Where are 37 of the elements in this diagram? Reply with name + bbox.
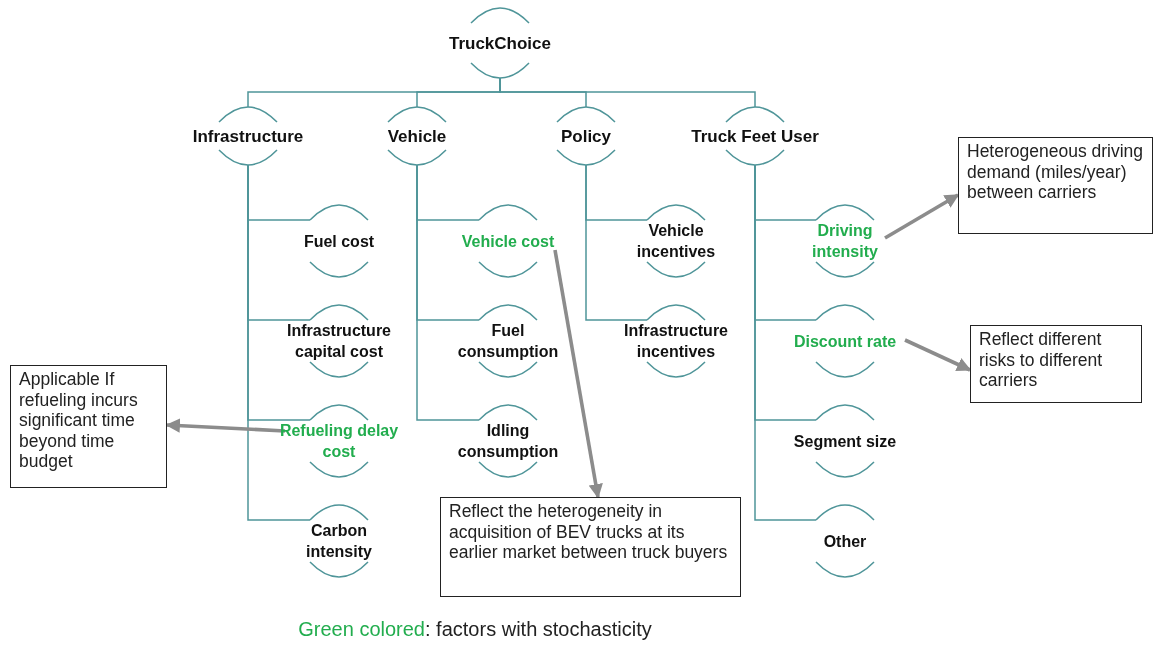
tree-connector <box>585 164 648 321</box>
factor-label: Other <box>823 531 867 552</box>
factor-label: Vehicle incentives <box>635 221 717 262</box>
factor-label: TruckChoice <box>448 32 551 54</box>
tree-connector <box>416 164 480 421</box>
callout-box <box>958 137 1153 234</box>
factor-label: Infrastructure incentives <box>623 321 729 362</box>
tree-connector <box>247 164 311 521</box>
factor-label: Policy <box>560 125 612 147</box>
tree-connector <box>754 164 817 521</box>
arrow <box>165 418 286 433</box>
arrow <box>884 193 960 240</box>
legend-colored-text: Green colored <box>298 618 425 640</box>
legend-text: : factors with stochasticity <box>425 618 652 640</box>
callout-text: Heterogeneous driving demand (miles/year) between carriers <box>967 141 1144 203</box>
callout-box <box>970 325 1142 403</box>
factor-label: Segment size <box>793 431 897 452</box>
factor-label: Vehicle cost <box>461 231 555 252</box>
factor-label: Refueling delay cost <box>278 421 400 462</box>
factor-label: Carbon intensity <box>305 521 373 562</box>
factor-node <box>278 405 400 477</box>
factor-label: Truck Feet User <box>691 125 819 147</box>
factor-label: Fuel consumption <box>456 321 560 362</box>
callout-box <box>10 365 167 488</box>
callout-text: Reflect different risks to different carriers <box>979 329 1104 391</box>
factor-label: Infrastructure capital cost <box>286 321 392 362</box>
factor-label: Discount rate <box>793 331 897 352</box>
factor-label: Fuel cost <box>303 231 375 252</box>
callout-text: Reflect the heterogeneity in acquisition of BEV trucks at its earlier market between truck buyers <box>449 501 729 563</box>
arrow <box>553 249 603 499</box>
arrow <box>904 338 972 372</box>
factor-label: Infrastructure <box>192 125 304 147</box>
factor-label: Idling consumption <box>456 421 560 462</box>
callout-text: Applicable If refueling incurs significant time beyond time budget <box>19 369 139 472</box>
callout-box <box>440 497 741 597</box>
factor-label: Driving intensity <box>811 221 879 262</box>
factor-label: Vehicle <box>387 125 447 147</box>
